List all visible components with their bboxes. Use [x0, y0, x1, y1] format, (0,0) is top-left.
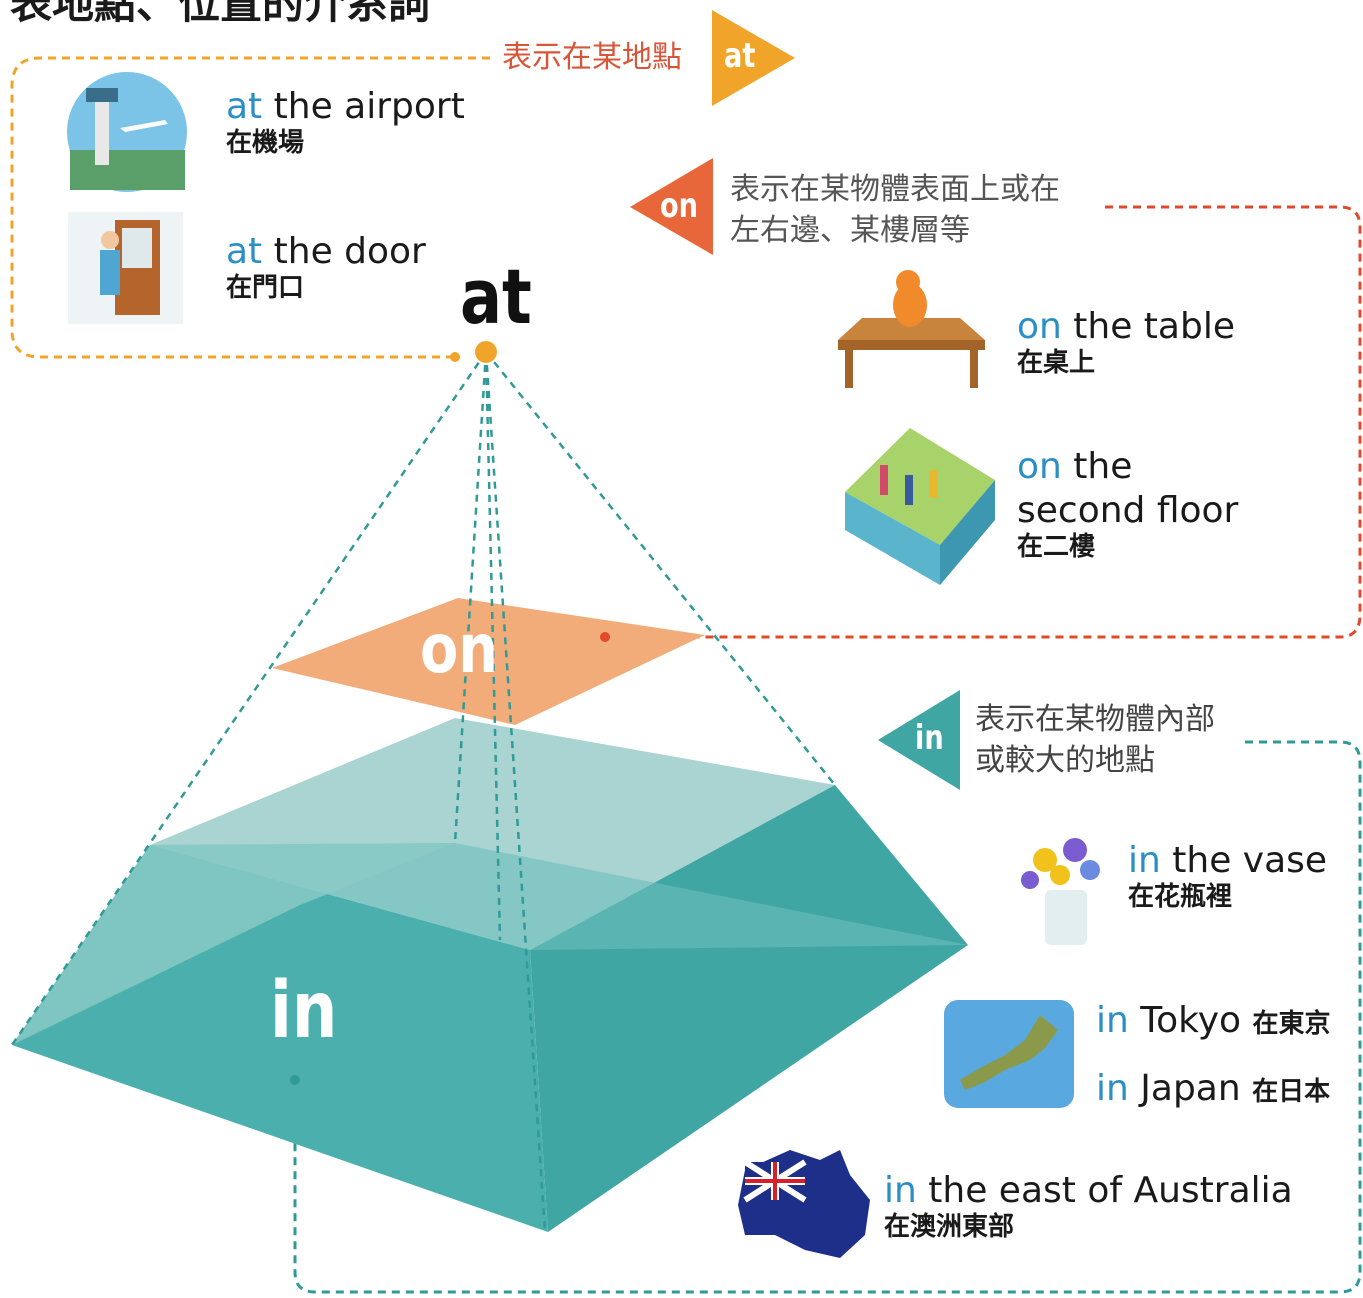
in-description-line1: 表示在某物體內部: [975, 702, 1215, 737]
example-text-line2: second floor: [1017, 489, 1239, 531]
on-connector-line: [605, 205, 1362, 639]
example-keyword: at: [226, 86, 263, 127]
at-connector-end-dot: [450, 352, 460, 362]
at-tag-label: at: [724, 36, 756, 76]
on-tag-label: on: [660, 186, 699, 226]
example-keyword: on: [1017, 446, 1062, 487]
example-in-australia: in the east of Australia 在澳洲東部: [884, 1172, 1293, 1241]
example-text: the airport: [262, 86, 465, 127]
airport-icon: [67, 72, 187, 192]
on-tag-arrow: [630, 158, 713, 255]
example-keyword: in: [1096, 1000, 1129, 1041]
example-text: the: [1061, 446, 1133, 487]
on-connector-end-dot: [600, 632, 610, 642]
pyramid-apex-label: at: [460, 252, 532, 341]
example-keyword: in: [1096, 1068, 1129, 1109]
at-tag-arrow: [712, 10, 795, 106]
example-translation: 在東京: [1252, 1009, 1331, 1039]
japan-map-icon: [944, 1000, 1074, 1108]
pyramid-in-left-side: [12, 843, 455, 1045]
on-description-line1: 表示在某物體表面上或在: [730, 172, 1060, 207]
in-description: 表示在某物體內部 或較大的地點: [975, 700, 1215, 782]
example-text: the vase: [1160, 840, 1328, 881]
example-text: the table: [1061, 306, 1235, 347]
example-keyword: at: [226, 231, 263, 272]
pyramid-middle-label: on: [420, 610, 499, 689]
in-connector-line: [293, 740, 1362, 1294]
example-in-tokyo: in Tokyo 在東京: [1096, 1002, 1331, 1040]
example-translation: 在門口: [226, 272, 305, 303]
table-icon: [838, 270, 985, 388]
example-translation: 在澳洲東部: [884, 1211, 1015, 1242]
example-text: Japan: [1128, 1068, 1253, 1109]
example-text: the door: [262, 231, 426, 272]
example-translation: 在日本: [1252, 1077, 1331, 1107]
example-text: the east of Australia: [916, 1170, 1293, 1211]
on-description: 表示在某物體表面上或在 左右邊、某樓層等: [730, 170, 1060, 252]
example-translation: 在桌上: [1017, 347, 1096, 378]
example-translation: 在機場: [226, 127, 305, 158]
on-description-line2: 左右邊、某樓層等: [730, 212, 970, 248]
door-icon: [68, 212, 183, 324]
at-connector-line: [10, 56, 490, 359]
example-on-second-floor: on the second floor 在二樓: [1017, 448, 1238, 561]
example-text: Tokyo: [1128, 1000, 1253, 1041]
at-description: 表示在某地點: [502, 40, 682, 75]
australia-icon: [738, 1150, 870, 1258]
example-in-japan: in Japan 在日本: [1096, 1070, 1330, 1108]
building-icon: [845, 428, 995, 585]
vase-icon: [1021, 838, 1100, 945]
in-tag-label: in: [915, 718, 944, 758]
example-keyword: in: [884, 1170, 917, 1211]
in-connector-end-dot: [290, 1075, 300, 1085]
example-in-vase: in the vase 在花瓶裡: [1128, 842, 1327, 911]
example-at-airport: at the airport 在機場: [226, 88, 465, 157]
in-description-line2: 或較大的地點: [975, 742, 1155, 778]
page-title: 表地點、位置的介系詞: [10, 0, 431, 28]
example-translation: 在花瓶裡: [1128, 881, 1233, 912]
example-keyword: in: [1128, 840, 1161, 881]
in-tag-arrow: [878, 690, 960, 790]
example-keyword: on: [1017, 306, 1062, 347]
pyramid-on-slab: [272, 598, 705, 725]
example-at-door: at the door 在門口: [226, 233, 426, 302]
pyramid-edges: [10, 351, 836, 1233]
example-translation: 在二樓: [1017, 531, 1096, 562]
pyramid-base-label: in: [270, 966, 338, 1056]
pyramid-apex-dot: [475, 341, 497, 363]
example-on-table: on the table 在桌上: [1017, 308, 1235, 377]
